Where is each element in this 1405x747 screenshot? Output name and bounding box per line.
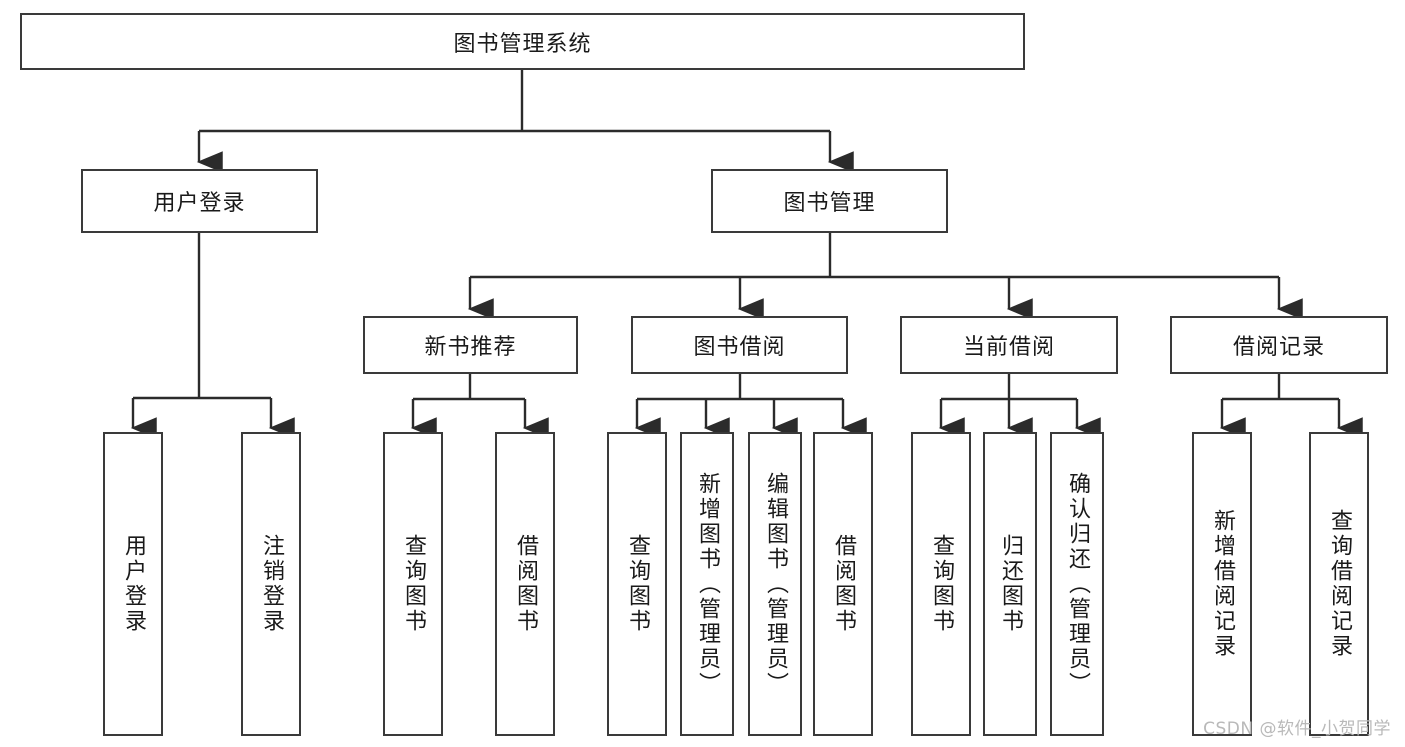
leaf-query-book-borrow-label: 查询图书 <box>625 534 650 634</box>
node-new-book-recommend-label: 新书推荐 <box>424 335 517 360</box>
node-root-label: 图书管理系统 <box>453 31 592 57</box>
leaf-add-book-admin[interactable]: 新增图书（管理员） <box>680 432 734 736</box>
node-borrow-records-label: 借阅记录 <box>1232 335 1325 360</box>
leaf-add-borrow-record[interactable]: 新增借阅记录 <box>1192 432 1252 736</box>
leaf-query-book-borrow[interactable]: 查询图书 <box>607 432 667 736</box>
node-book-borrow[interactable]: 图书借阅 <box>631 316 848 374</box>
leaf-borrow-book-recommend-label: 借阅图书 <box>513 534 538 634</box>
leaf-borrow-book-label: 借阅图书 <box>831 534 856 634</box>
node-current-borrow[interactable]: 当前借阅 <box>900 316 1118 374</box>
leaf-confirm-return-admin-label: 确认归还（管理员） <box>1065 471 1090 697</box>
leaf-query-book-recommend-label: 查询图书 <box>401 534 426 634</box>
leaf-query-book-current-label: 查询图书 <box>929 534 954 634</box>
node-book-management[interactable]: 图书管理 <box>711 169 948 233</box>
leaf-query-borrow-record-label: 查询借阅记录 <box>1327 509 1352 659</box>
node-root[interactable]: 图书管理系统 <box>20 13 1025 70</box>
leaf-edit-book-admin-label: 编辑图书（管理员） <box>763 471 788 697</box>
leaf-return-book[interactable]: 归还图书 <box>983 432 1037 736</box>
node-new-book-recommend[interactable]: 新书推荐 <box>363 316 578 374</box>
leaf-query-book-current[interactable]: 查询图书 <box>911 432 971 736</box>
leaf-edit-book-admin[interactable]: 编辑图书（管理员） <box>748 432 802 736</box>
node-user-login-label: 用户登录 <box>153 191 246 216</box>
leaf-borrow-book[interactable]: 借阅图书 <box>813 432 873 736</box>
leaf-confirm-return-admin[interactable]: 确认归还（管理员） <box>1050 432 1104 736</box>
leaf-query-borrow-record[interactable]: 查询借阅记录 <box>1309 432 1369 736</box>
leaf-logout-label: 注销登录 <box>259 534 284 634</box>
leaf-user-login[interactable]: 用户登录 <box>103 432 163 736</box>
leaf-user-login-label: 用户登录 <box>121 534 146 634</box>
node-borrow-records[interactable]: 借阅记录 <box>1170 316 1388 374</box>
csdn-watermark: CSDN @软件_小贺同学 <box>1203 719 1391 739</box>
leaf-add-borrow-record-label: 新增借阅记录 <box>1210 509 1235 659</box>
node-book-management-label: 图书管理 <box>783 191 876 216</box>
node-book-borrow-label: 图书借阅 <box>693 335 786 360</box>
leaf-return-book-label: 归还图书 <box>998 534 1023 634</box>
node-current-borrow-label: 当前借阅 <box>962 335 1055 360</box>
leaf-borrow-book-recommend[interactable]: 借阅图书 <box>495 432 555 736</box>
leaf-add-book-admin-label: 新增图书（管理员） <box>695 471 720 697</box>
leaf-logout[interactable]: 注销登录 <box>241 432 301 736</box>
node-user-login[interactable]: 用户登录 <box>81 169 318 233</box>
leaf-query-book-recommend[interactable]: 查询图书 <box>383 432 443 736</box>
